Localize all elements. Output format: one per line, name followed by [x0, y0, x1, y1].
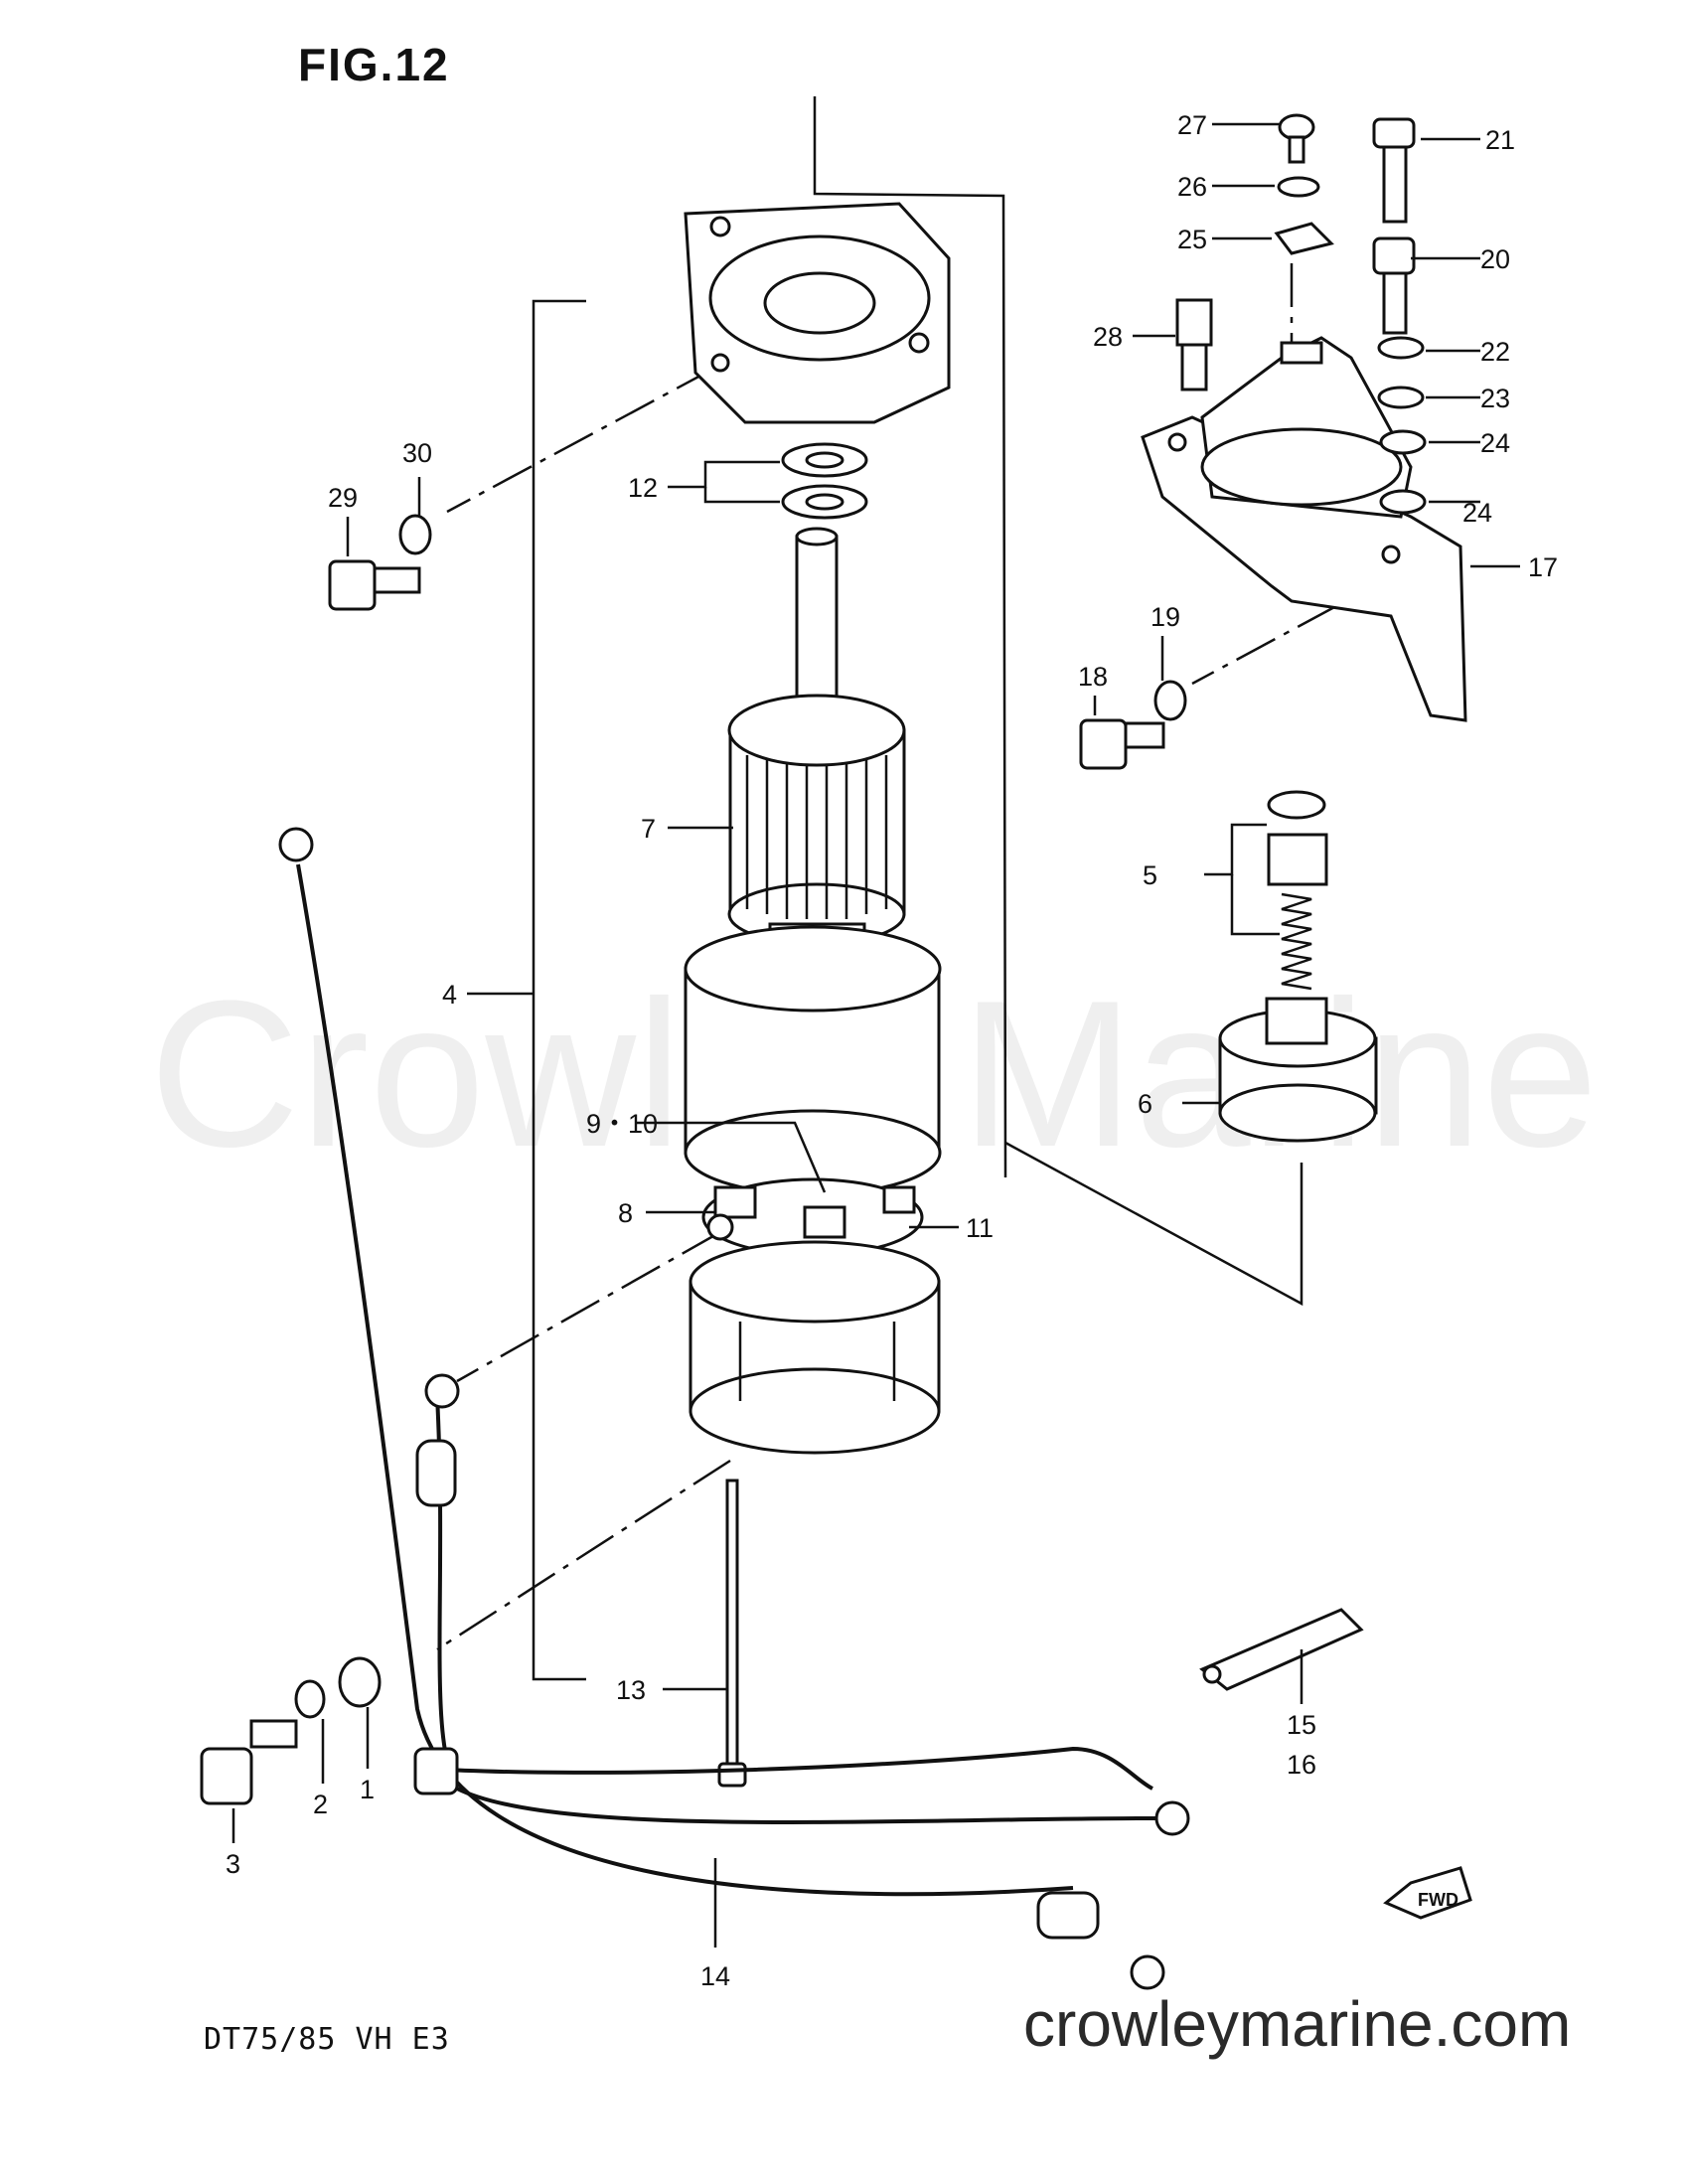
callout-29: 29 — [328, 483, 358, 513]
callout-23: 23 — [1480, 384, 1510, 413]
callout-21: 21 — [1485, 125, 1515, 155]
callout-8: 8 — [618, 1198, 633, 1228]
solenoid-hardware — [1175, 113, 1427, 515]
callout-28: 28 — [1093, 322, 1123, 352]
through-bolt — [717, 1479, 747, 1788]
battery-cables — [278, 827, 1190, 1990]
callout-15: 15 — [1287, 1710, 1316, 1740]
callout-17: 17 — [1528, 552, 1558, 582]
callout-6: 6 — [1138, 1089, 1152, 1119]
model-code: DT75/85 VH E3 — [204, 2022, 450, 2057]
callout-4: 4 — [442, 980, 457, 1010]
yoke-housing — [684, 925, 942, 1196]
terminal-bolt-1-2-3 — [200, 1656, 382, 1805]
callout-24-upper: 24 — [1480, 428, 1510, 458]
callout-5: 5 — [1143, 860, 1157, 890]
callout-27: 27 — [1177, 110, 1207, 140]
washers-12 — [781, 442, 868, 520]
leader-lines — [231, 122, 1520, 1948]
end-cap-housing — [684, 202, 951, 424]
callout-14: 14 — [700, 1961, 730, 1991]
fwd-arrow-icon: FWD — [1383, 1866, 1472, 1920]
callout-22: 22 — [1480, 337, 1510, 367]
callout-7: 7 — [641, 814, 656, 844]
figure-title: FIG.12 — [298, 39, 450, 90]
callout-26: 26 — [1177, 172, 1207, 202]
callout-labels: 27 26 25 28 21 20 22 23 24 24 17 19 18 3… — [226, 110, 1558, 1991]
callout-1: 1 — [360, 1775, 375, 1804]
fwd-label: FWD — [1418, 1890, 1458, 1910]
callout-19: 19 — [1150, 602, 1180, 632]
callout-12: 12 — [628, 473, 658, 503]
bolt-29-washer-30 — [328, 514, 432, 611]
brush-holder — [701, 1177, 924, 1257]
pinion-assembly — [1218, 790, 1378, 1143]
assembly-lines — [436, 96, 1337, 1681]
callout-3: 3 — [226, 1849, 240, 1879]
callout-20: 20 — [1480, 244, 1510, 274]
end-frame — [689, 1240, 941, 1455]
callout-13: 13 — [616, 1675, 646, 1705]
callout-18: 18 — [1078, 662, 1108, 692]
callout-2: 2 — [313, 1790, 328, 1819]
callout-9-10: 9・10 — [586, 1109, 658, 1139]
callout-25: 25 — [1177, 225, 1207, 254]
bolt-18-washer-19 — [1079, 680, 1187, 770]
callout-16: 16 — [1287, 1750, 1316, 1780]
callout-11: 11 — [966, 1213, 994, 1243]
solenoid-assembly — [1141, 336, 1467, 722]
lead-wire-15-16 — [1199, 1608, 1364, 1691]
callout-24-lower: 24 — [1462, 498, 1492, 528]
website-link[interactable]: crowleymarine.com — [1023, 1988, 1572, 2060]
callout-30: 30 — [402, 438, 432, 468]
